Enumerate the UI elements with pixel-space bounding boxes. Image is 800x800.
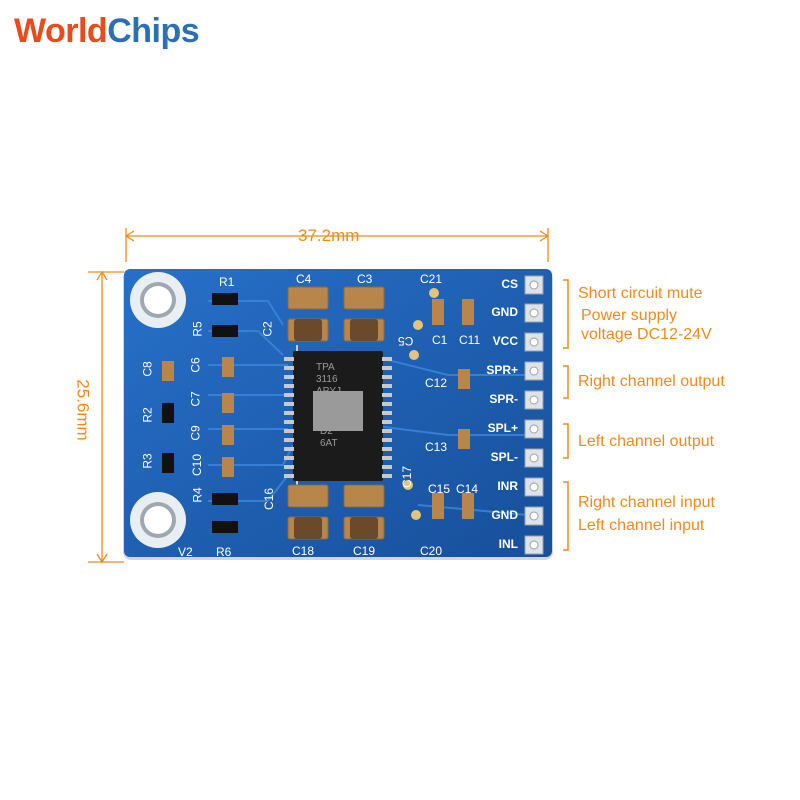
label-r6: R6	[216, 545, 232, 559]
annotation-right-input: Right channel input	[578, 494, 715, 511]
chip-line2: 3116	[316, 374, 338, 385]
label-c6: C6	[188, 357, 203, 373]
label-c9: C9	[188, 425, 203, 441]
pcb-board	[123, 269, 553, 560]
brand-name-second: Chips	[107, 12, 200, 50]
label-c8: C8	[140, 361, 155, 377]
label-c2: C2	[260, 321, 275, 337]
label-c13: C13	[425, 440, 448, 454]
annotation-voltage: voltage DC12-24V	[581, 326, 712, 343]
label-c21: C21	[420, 272, 443, 286]
pin-label-spl: SPL+	[487, 421, 518, 435]
label-v2: V2	[178, 545, 193, 559]
chip-line1: TPA	[316, 362, 335, 373]
label-c1: C1	[432, 333, 448, 347]
pin-label-spr: SPR+	[486, 363, 518, 377]
label-c3: C3	[357, 272, 373, 286]
label-c14: C14	[456, 482, 479, 496]
annotation-right-output: Right channel output	[578, 373, 725, 390]
label-c10: C10	[190, 453, 205, 477]
chip-line5: 6AT	[320, 438, 338, 449]
height-dimension-label: 25.6mm	[73, 379, 93, 441]
label-r5: R5	[190, 321, 205, 337]
label-r4: R4	[190, 487, 205, 503]
label-c20: C20	[420, 544, 443, 558]
annotation-left-input: Left channel input	[578, 517, 705, 534]
label-c7: C7	[188, 391, 203, 407]
brand-logo: WorldChips	[14, 12, 200, 51]
pin-label-cs: CS	[501, 277, 518, 291]
pin-label-spr: SPR-	[489, 392, 518, 406]
pin-label-gnd: GND	[491, 305, 518, 319]
label-c17: C17	[400, 465, 415, 489]
chip-line3: APYJ	[316, 386, 342, 397]
label-c5: C5	[398, 334, 414, 348]
annotation-left-output: Left channel output	[578, 433, 715, 450]
chip-line4: D2	[320, 426, 333, 437]
label-c4: C4	[296, 272, 312, 286]
label-c11: C11	[459, 333, 481, 347]
annotation-power-supply: Power supply	[581, 307, 678, 324]
pin-label-inl: INL	[498, 537, 518, 551]
label-c18: C18	[292, 544, 315, 558]
label-r3: R3	[140, 453, 155, 469]
label-c15: C15	[428, 482, 451, 496]
label-c16: C16	[262, 487, 277, 511]
pin-label-inr: INR	[497, 479, 518, 493]
amplifier-chip	[284, 345, 392, 485]
pin-label-spl: SPL-	[490, 450, 518, 464]
annotation-short-circuit-mute: Short circuit mute	[578, 285, 703, 302]
brand-name-first: World	[14, 12, 108, 50]
label-r2: R2	[140, 407, 155, 423]
mount-hole-bottom	[130, 492, 186, 548]
pin-label-vcc: VCC	[492, 334, 518, 348]
label-c19: C19	[353, 544, 376, 558]
label-c12: C12	[425, 376, 448, 390]
label-r1: R1	[219, 275, 235, 289]
pin-label-gnd: GND	[491, 508, 518, 522]
width-dimension-label: 37.2mm	[298, 226, 360, 245]
mount-hole-top	[130, 272, 186, 328]
